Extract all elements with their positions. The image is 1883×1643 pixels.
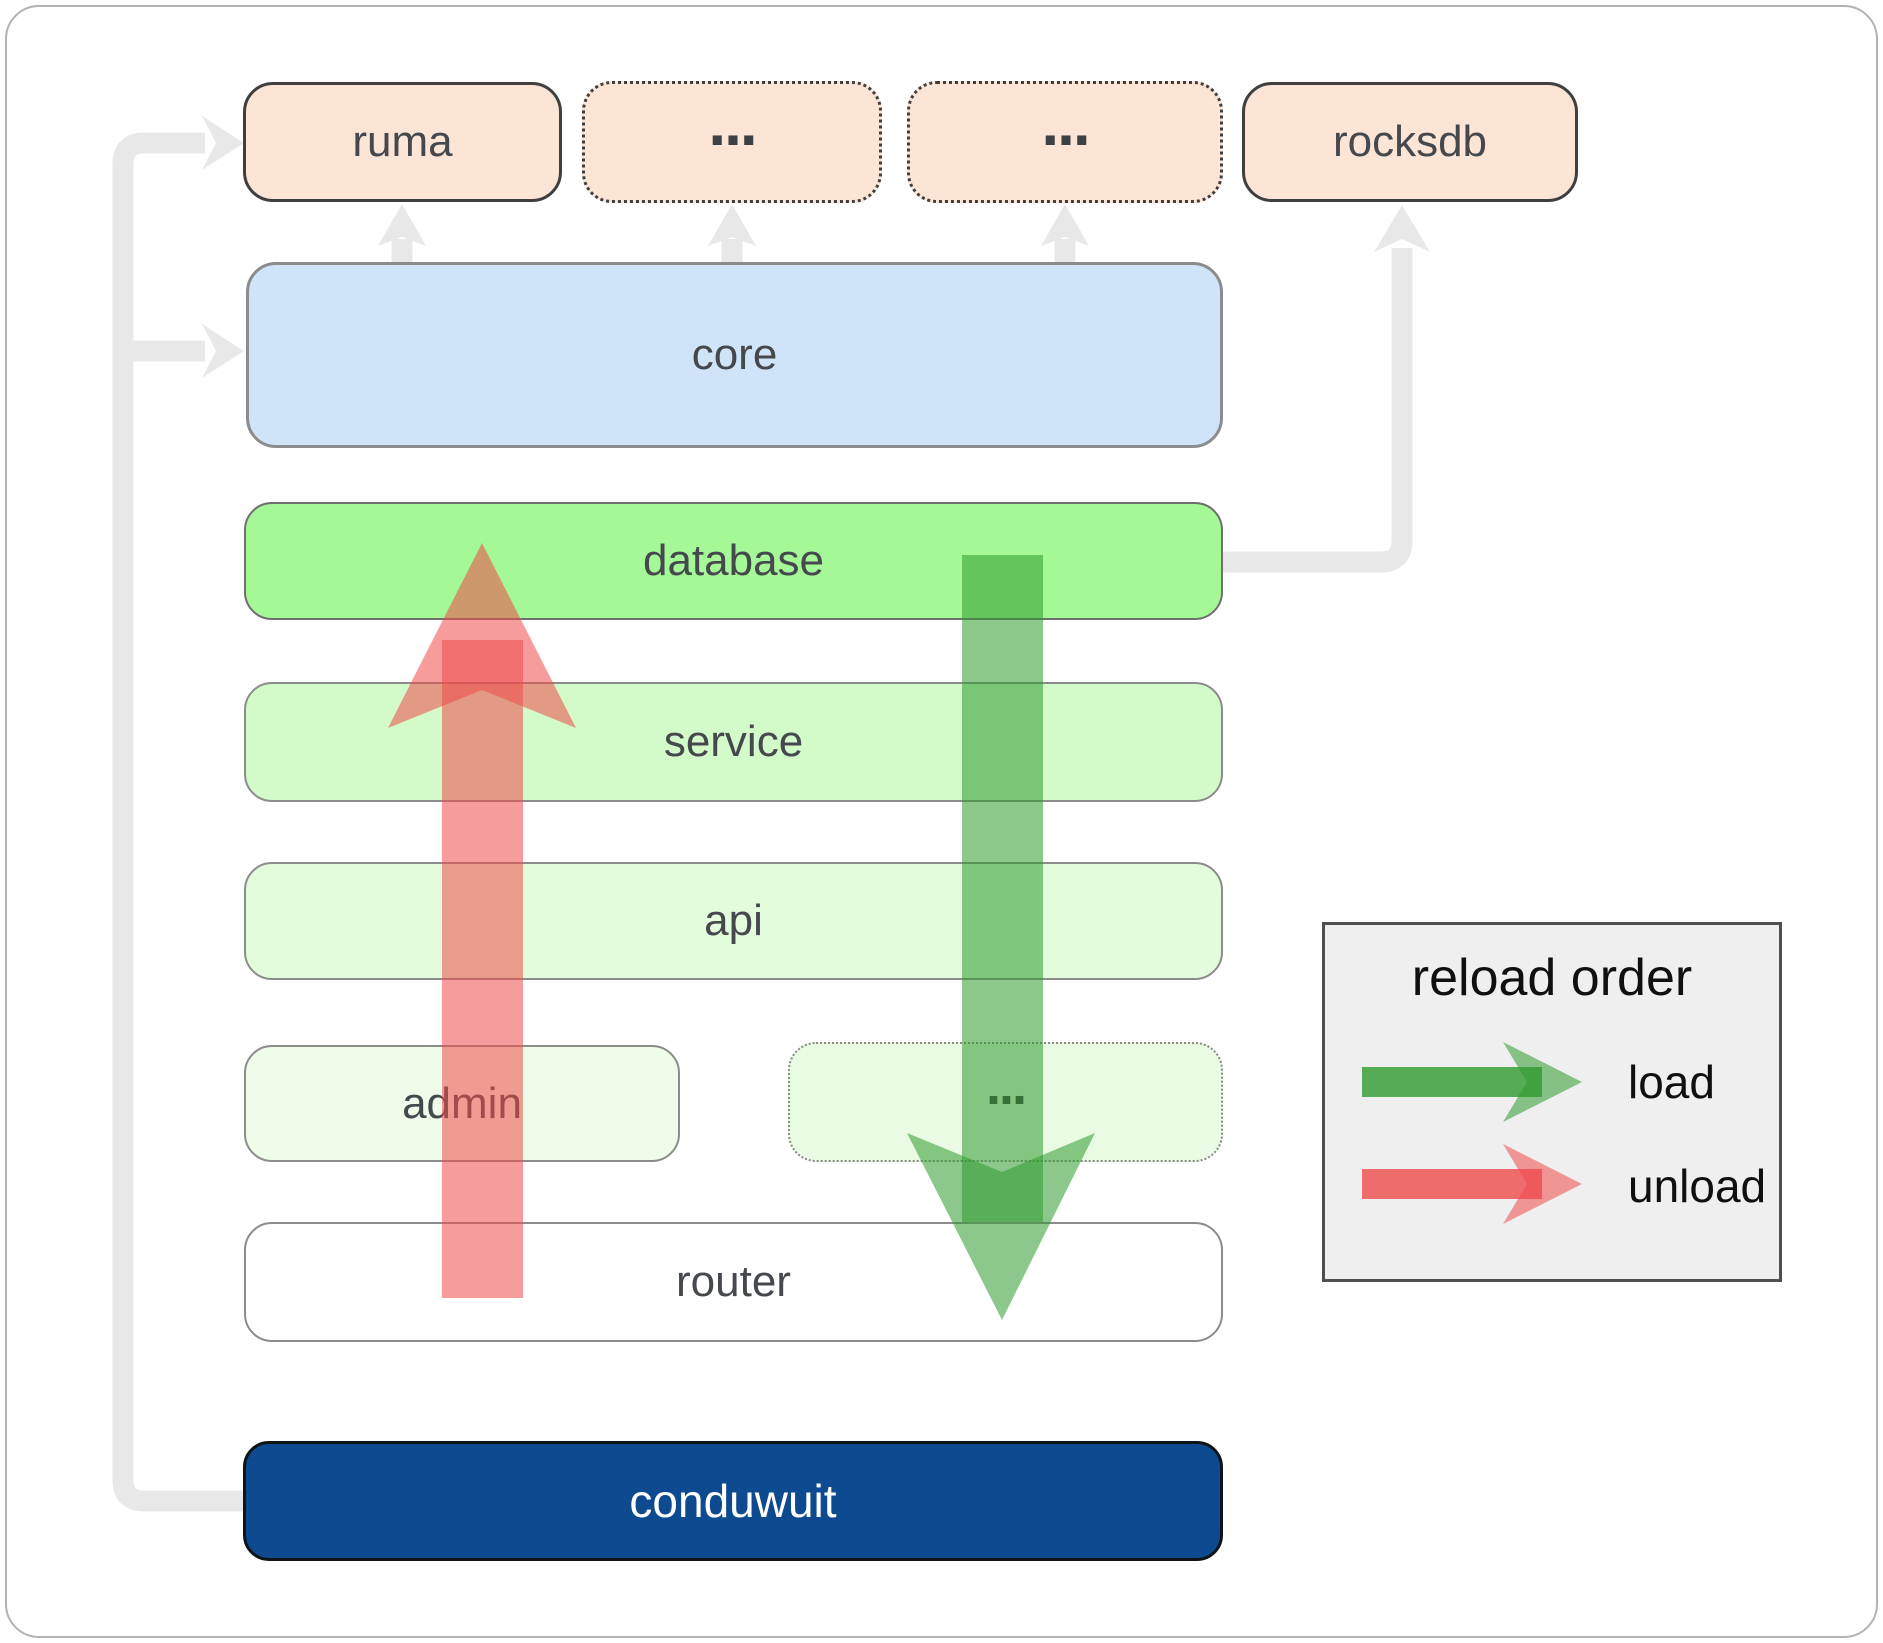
box-dependency-more-1: ... (582, 81, 882, 203)
arrowhead-into-core-icon (202, 324, 244, 378)
conduwuit-to-ruma-connector (112, 132, 244, 1512)
unload-arrow-head (388, 543, 576, 728)
gray-connectors (112, 132, 1413, 1512)
box-dependency-more-1-label: ... (708, 86, 757, 159)
load-arrow-head (907, 1133, 1095, 1320)
diagram-border (5, 5, 1878, 1638)
box-database-label: database (642, 536, 825, 585)
gray-arrowheads (202, 116, 1430, 378)
box-rocksdb: rocksdb (1242, 82, 1578, 202)
box-router-label: router (676, 1257, 791, 1306)
unload-arrow-shaft (442, 640, 523, 1298)
arrowhead-core-dep2-icon (1041, 204, 1089, 246)
arrowhead-into-rocksdb-icon (1374, 205, 1430, 252)
load-arrow-icon (907, 555, 1095, 1320)
unload-arrow-icon (388, 543, 576, 1298)
box-service-label: service (663, 717, 804, 766)
box-ruma-label: ruma (352, 117, 453, 166)
legend-title: reload order (1411, 949, 1693, 1007)
box-conduwuit: conduwuit (243, 1441, 1223, 1561)
box-database: database (244, 502, 1223, 620)
database-to-rocksdb-connector (1223, 248, 1413, 573)
legend-unload-arrow-icon (1362, 1144, 1582, 1224)
box-api: api (244, 862, 1223, 980)
box-core: core (246, 262, 1223, 448)
box-api-label: api (704, 896, 763, 945)
legend-unload-label: unload (1628, 1160, 1767, 1212)
legend-load-label: load (1628, 1056, 1715, 1108)
box-rocksdb-label: rocksdb (1332, 117, 1488, 166)
load-arrow-shaft (962, 555, 1043, 1222)
arrowhead-into-ruma-icon (202, 116, 244, 170)
box-router: router (244, 1222, 1223, 1342)
arrowhead-core-ruma-icon (378, 204, 426, 246)
arrowhead-core-dep1-icon (708, 204, 756, 246)
legend (1322, 922, 1782, 1282)
box-dependency-more-2-label: ... (1041, 86, 1090, 159)
box-dependency-more-2: ... (907, 81, 1223, 203)
box-conduwuit-label: conduwuit (629, 1475, 837, 1527)
box-core-label: core (691, 330, 778, 379)
box-ruma: ruma (243, 82, 562, 202)
legend-load-arrow-icon (1362, 1042, 1582, 1122)
